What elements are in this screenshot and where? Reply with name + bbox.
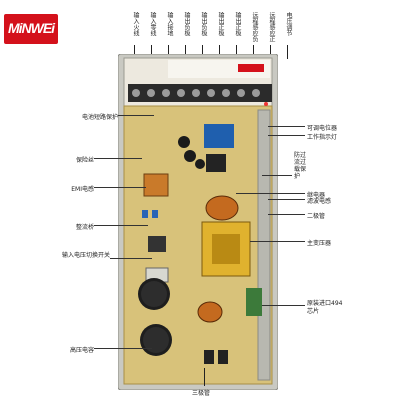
- callout-fuse: 保险丝: [75, 157, 94, 164]
- leader: [268, 135, 305, 136]
- leader: [268, 126, 305, 127]
- brand-logo: MiNWEi: [4, 14, 58, 52]
- leader: [151, 45, 152, 59]
- pcb-board-photo: [117, 53, 279, 391]
- leader: [204, 368, 205, 386]
- leader: [94, 225, 148, 226]
- callout-neg1: 输出负极: [183, 12, 190, 36]
- callout-n: 输入零线: [149, 12, 156, 36]
- leader: [185, 45, 186, 59]
- callout-short-protect: 电池短路保护: [81, 114, 118, 121]
- leader: [262, 175, 292, 176]
- callout-switch: 输入电压切换开关: [61, 252, 110, 259]
- leader: [262, 305, 305, 306]
- callout-494chip: 原装进口494芯片: [307, 300, 343, 315]
- leader: [236, 45, 237, 59]
- callout-hv-cap: 高压电容: [69, 347, 94, 354]
- leader: [168, 45, 169, 59]
- leader: [253, 45, 254, 59]
- callout-l: 输入火线: [132, 12, 139, 36]
- leader: [236, 193, 305, 194]
- leader: [118, 115, 154, 116]
- callout-ground: 输入接地: [166, 12, 173, 36]
- callout-transistor: 三极管: [192, 390, 211, 397]
- leader: [250, 241, 305, 242]
- callout-pos2: 输出正极: [234, 12, 241, 36]
- leader: [287, 45, 288, 59]
- leader: [219, 45, 220, 59]
- callout-emi: EMI电感: [71, 186, 94, 193]
- callout-relay: 继电器: [307, 192, 326, 199]
- callout-pos1: 输出正极: [217, 12, 224, 36]
- callout-vadj: 电压调节: [285, 12, 292, 36]
- leader: [268, 199, 305, 200]
- logo-text: MiNWEi: [7, 20, 55, 36]
- leader: [94, 348, 152, 349]
- logo-badge: [4, 14, 58, 44]
- callout-sense-neg: 远程感应负: [251, 12, 258, 42]
- callout-filter: 滤波电感: [307, 198, 332, 205]
- callout-overload: 防过流过载保护: [294, 152, 307, 180]
- leader: [134, 45, 135, 59]
- callout-led: 工作指示灯: [307, 134, 338, 141]
- callout-diode: 二极管: [307, 213, 326, 220]
- leader: [94, 158, 142, 159]
- callout-neg2: 输出负极: [200, 12, 207, 36]
- leader: [268, 214, 305, 215]
- callout-potentiometer: 可调电位器: [307, 125, 338, 132]
- leader: [110, 258, 152, 259]
- callout-transformer: 主变压器: [307, 240, 332, 247]
- leader: [270, 45, 271, 59]
- leader: [94, 187, 146, 188]
- callout-bridge: 整流桥: [75, 224, 94, 231]
- leader: [202, 45, 203, 59]
- callout-sense-pos: 远程感应正: [268, 12, 275, 42]
